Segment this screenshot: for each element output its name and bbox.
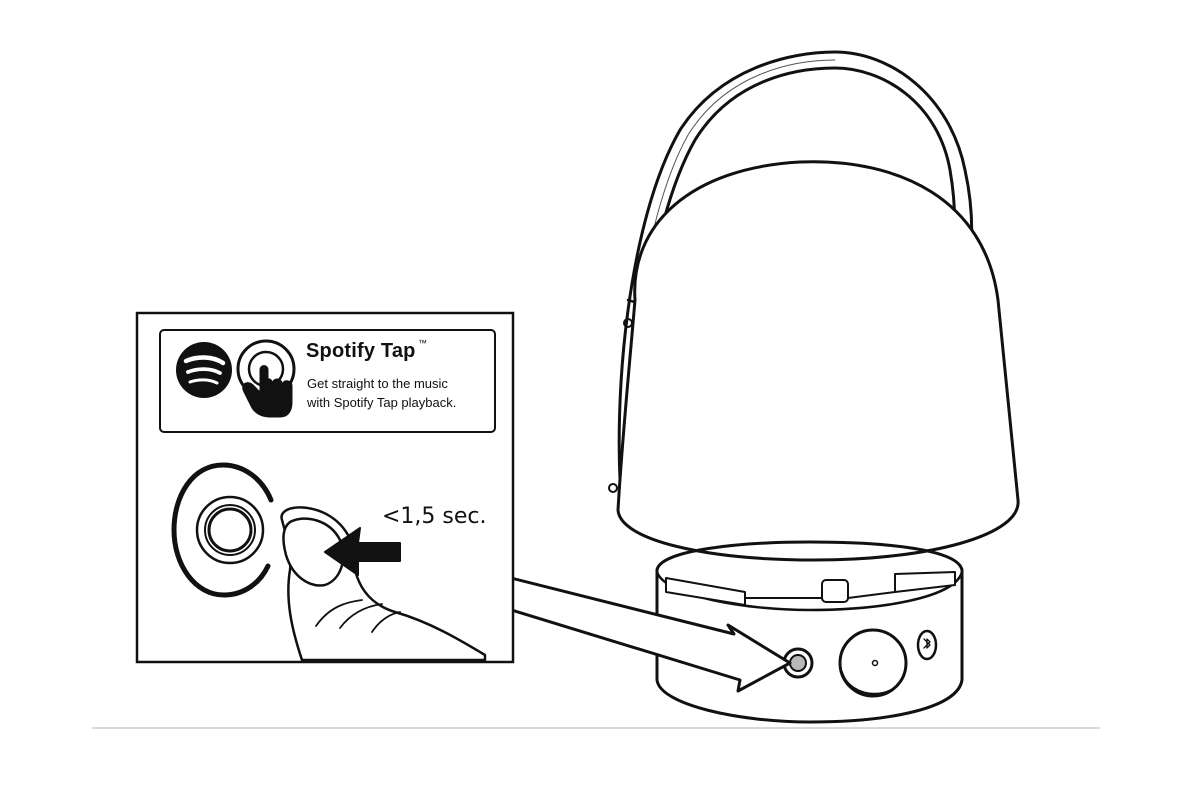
pointer-arrow <box>493 572 792 693</box>
spotify-logo-icon <box>176 342 232 398</box>
tap-finger-icon <box>236 339 296 418</box>
base-spotify-tap-button[interactable] <box>782 647 814 679</box>
trademark-symbol: ™ <box>418 338 427 348</box>
lamp-base <box>655 540 964 724</box>
spotify-tap-badge <box>159 329 496 433</box>
bluetooth-icon[interactable] <box>916 629 938 661</box>
press-arrow <box>324 527 401 576</box>
press-duration-label: <1,5 sec. <box>382 504 487 529</box>
base-volume-knob[interactable] <box>838 628 908 698</box>
spotify-tap-description-line1: Get straight to the music <box>307 376 448 391</box>
lamp-speaker <box>608 50 1020 724</box>
inset-spotify-tap-button <box>171 462 274 598</box>
lamp-shade <box>616 160 1020 562</box>
pressing-finger <box>280 506 487 662</box>
spotify-tap-description-line2: with Spotify Tap playback. <box>307 395 457 410</box>
spotify-tap-title: Spotify Tap <box>306 340 416 362</box>
